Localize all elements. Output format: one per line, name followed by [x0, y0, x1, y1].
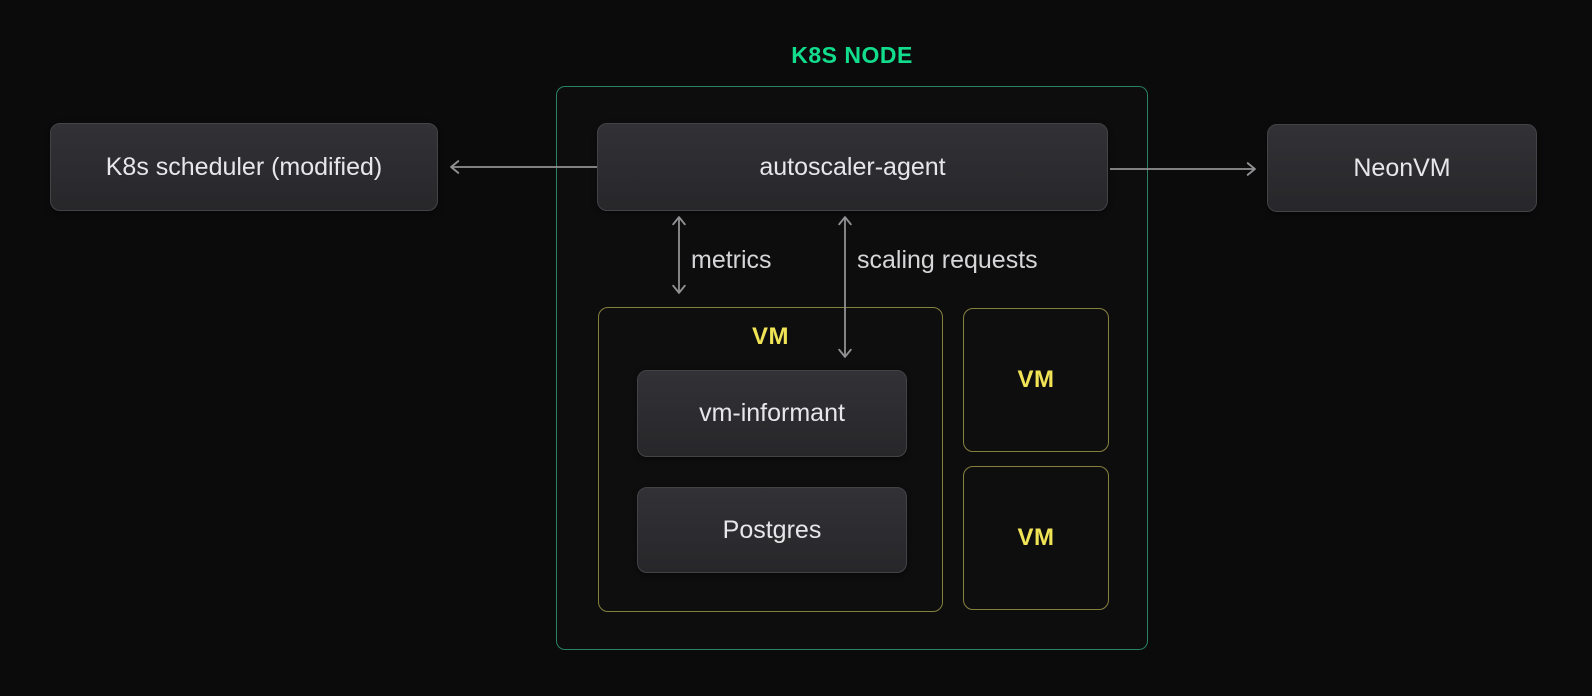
postgres-box: Postgres [637, 487, 907, 573]
vm-box-3-label: VM [1017, 524, 1055, 551]
autoscaler-agent-box: autoscaler-agent [597, 123, 1108, 211]
main-vm-label: VM [752, 323, 789, 350]
vm-box-3: VM [963, 466, 1109, 610]
k8s-node-title: K8S NODE [791, 42, 913, 68]
main-vm-box: VM [598, 307, 943, 612]
autoscaler-agent-label: autoscaler-agent [759, 152, 946, 181]
vm-box-2-label: VM [1017, 366, 1055, 393]
scaling-requests-edge-label: scaling requests [857, 246, 1038, 274]
vm-box-2: VM [963, 308, 1109, 452]
vm-informant-label: vm-informant [699, 399, 845, 427]
neonvm-box: NeonVM [1267, 124, 1537, 212]
metrics-edge-label: metrics [691, 246, 772, 274]
postgres-label: Postgres [722, 515, 822, 544]
k8s-node-container [556, 86, 1148, 650]
neonvm-label: NeonVM [1353, 153, 1451, 182]
k8s-scheduler-box: K8s scheduler (modified) [50, 123, 438, 211]
vm-informant-box: vm-informant [637, 370, 907, 457]
k8s-scheduler-label: K8s scheduler (modified) [105, 152, 383, 181]
